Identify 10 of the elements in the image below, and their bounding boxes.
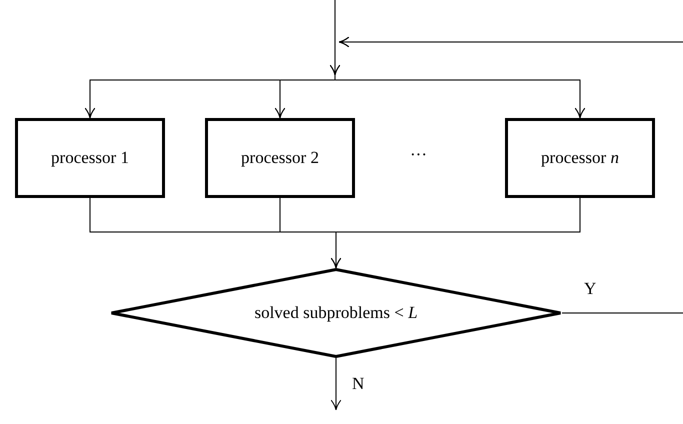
ellipsis: ··· [410, 146, 427, 163]
process-box [15, 118, 165, 198]
edge-label: Y [584, 280, 596, 297]
process-box [205, 118, 355, 198]
process-box [505, 118, 655, 198]
node-label: solved subproblems < L [254, 302, 418, 324]
node-label: processor 1 [51, 147, 129, 170]
node-label: processor n [541, 147, 619, 170]
node-label: processor 2 [241, 147, 319, 170]
edge-label: N [352, 375, 364, 392]
